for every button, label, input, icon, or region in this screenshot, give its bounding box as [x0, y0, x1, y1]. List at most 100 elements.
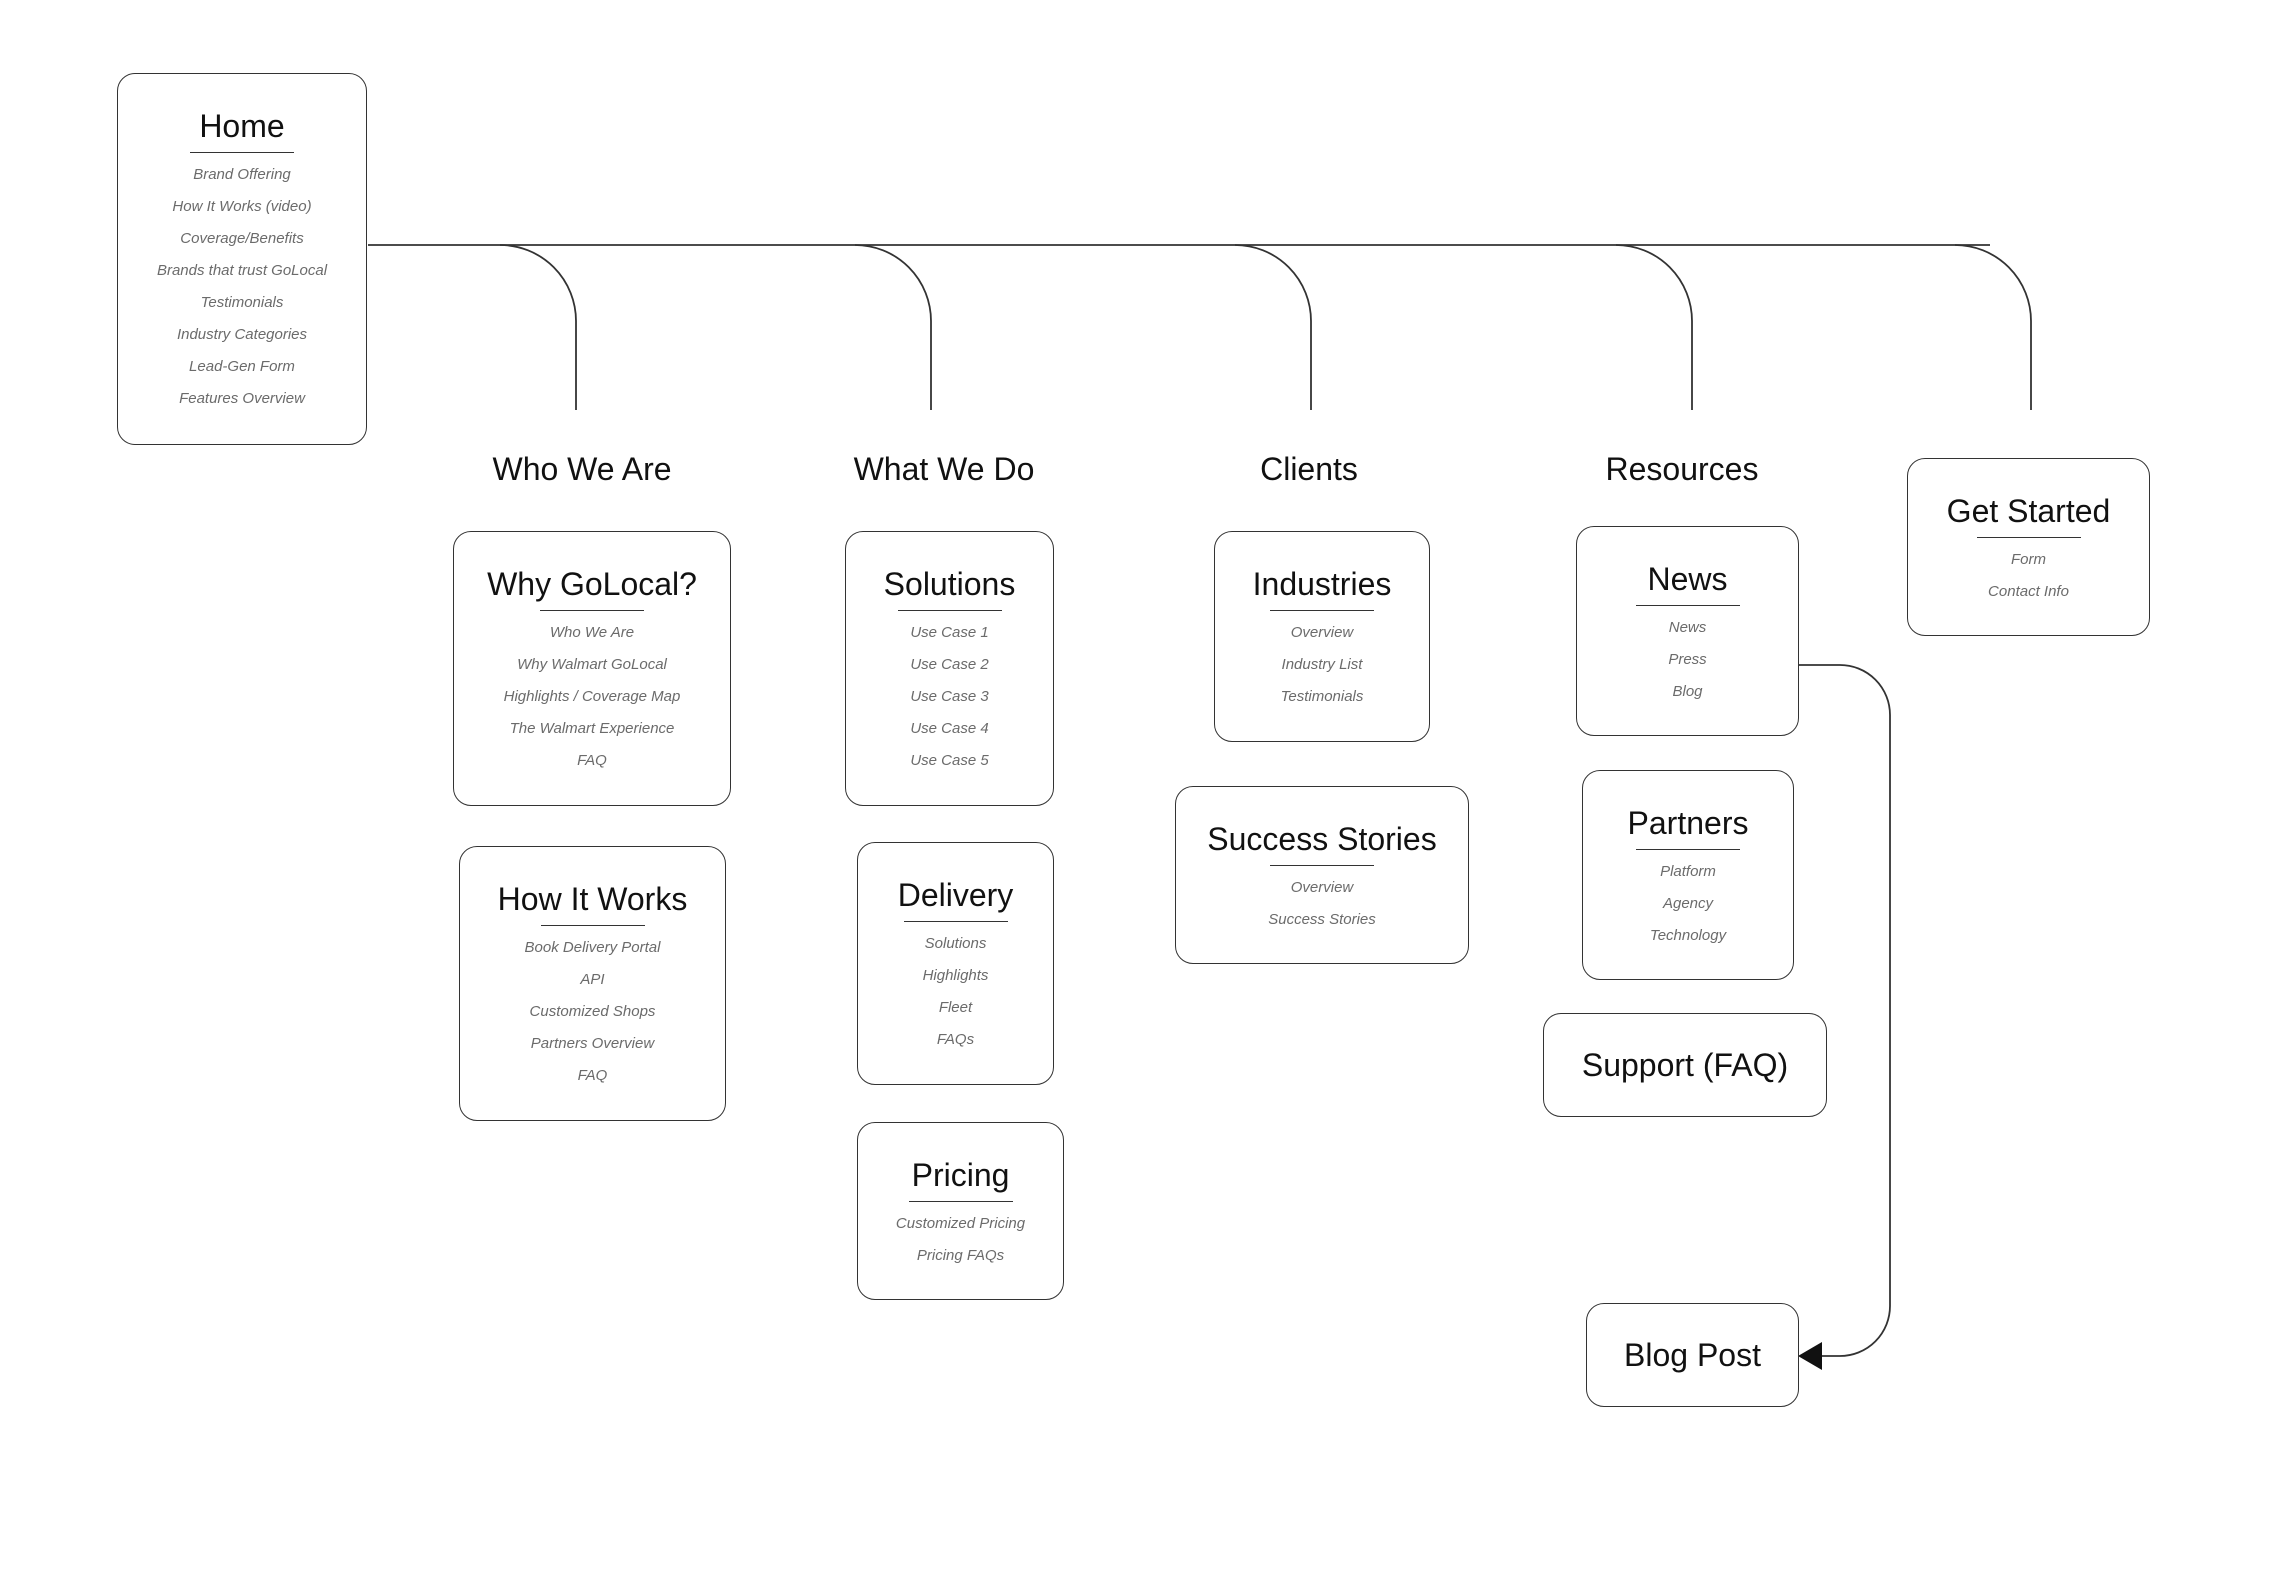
- list-item: Who We Are: [549, 624, 635, 641]
- connector-get-started: [1954, 244, 2032, 410]
- list-item: FAQ: [577, 752, 607, 769]
- card-title: Blog Post: [1624, 1337, 1761, 1373]
- list-item: Use Case 5: [910, 752, 989, 769]
- title-divider: [897, 610, 1002, 611]
- list-item: Industry Categories: [176, 326, 308, 343]
- list-item: Success Stories: [1268, 911, 1376, 928]
- list-item: News: [1668, 619, 1707, 636]
- card-title: Why GoLocal?: [487, 566, 697, 602]
- list-item: Why Walmart GoLocal: [517, 656, 667, 673]
- section-heading-who-we-are: Who We Are: [492, 451, 672, 487]
- list-item: Book Delivery Portal: [524, 939, 661, 956]
- card-title: Get Started: [1946, 493, 2111, 529]
- title-divider: [1636, 849, 1740, 850]
- list-item: Form: [2010, 551, 2046, 568]
- list-item: Fleet: [938, 999, 973, 1016]
- solutions-card[interactable]: Solutions Use Case 1 Use Case 2 Use Case…: [845, 531, 1054, 806]
- card-title: How It Works: [497, 881, 688, 917]
- list-item: Use Case 3: [910, 688, 989, 705]
- card-title: Partners: [1627, 805, 1749, 841]
- success-stories-card[interactable]: Success Stories Overview Success Stories: [1175, 786, 1469, 964]
- list-item: API: [580, 971, 605, 988]
- industries-card[interactable]: Industries Overview Industry List Testim…: [1214, 531, 1430, 742]
- card-title: Delivery: [897, 877, 1014, 913]
- page-section-list: Who We Are Why Walmart GoLocal Highlight…: [504, 617, 681, 777]
- list-item: Testimonials: [200, 294, 284, 311]
- title-divider: [1635, 605, 1740, 606]
- home-card[interactable]: Home Brand Offering How It Works (video)…: [117, 73, 367, 445]
- section-heading-resources: Resources: [1605, 451, 1759, 487]
- list-item: Contact Info: [1988, 583, 2069, 600]
- support-faq-card[interactable]: Support (FAQ): [1543, 1013, 1827, 1117]
- page-section-list: Customized Pricing Pricing FAQs: [896, 1208, 1025, 1272]
- list-item: Highlights / Coverage Map: [503, 688, 681, 705]
- card-title: Industries: [1252, 566, 1392, 602]
- connector-clients: [1234, 244, 1312, 410]
- page-section-list: Use Case 1 Use Case 2 Use Case 3 Use Cas…: [910, 617, 988, 777]
- list-item: How It Works (video): [172, 198, 312, 215]
- page-section-list: Brand Offering How It Works (video) Cove…: [157, 159, 327, 415]
- get-started-card[interactable]: Get Started Form Contact Info: [1907, 458, 2150, 636]
- list-item: Use Case 4: [910, 720, 989, 737]
- page-section-list: Platform Agency Technology: [1650, 856, 1726, 952]
- list-item: The Walmart Experience: [509, 720, 675, 737]
- title-divider: [1270, 865, 1374, 866]
- list-item: Platform: [1660, 863, 1716, 880]
- partners-card[interactable]: Partners Platform Agency Technology: [1582, 770, 1794, 980]
- list-item: Industry List: [1281, 656, 1363, 673]
- list-item: Brand Offering: [193, 166, 291, 183]
- page-section-list: Book Delivery Portal API Customized Shop…: [525, 932, 661, 1092]
- title-divider: [903, 921, 1008, 922]
- title-divider: [1270, 610, 1374, 611]
- list-item: Brands that trust GoLocal: [156, 262, 328, 279]
- list-item: FAQs: [936, 1031, 975, 1048]
- list-item: Partners Overview: [530, 1035, 655, 1052]
- list-item: Features Overview: [179, 390, 305, 407]
- card-title: Support (FAQ): [1581, 1047, 1789, 1083]
- list-item: Highlights: [922, 967, 989, 984]
- list-item: Technology: [1649, 927, 1727, 944]
- arrowhead-icon: [1798, 1342, 1822, 1370]
- list-item: Lead-Gen Form: [189, 358, 295, 375]
- title-divider: [540, 610, 644, 611]
- list-item: Customized Shops: [529, 1003, 656, 1020]
- blog-post-card[interactable]: Blog Post: [1586, 1303, 1799, 1407]
- title-divider: [540, 925, 645, 926]
- list-item: Blog: [1672, 683, 1703, 700]
- page-section-list: News Press Blog: [1668, 612, 1706, 708]
- section-heading-clients: Clients: [1260, 451, 1358, 487]
- list-item: Overview: [1290, 624, 1354, 641]
- title-divider: [1976, 537, 2081, 538]
- list-item: Use Case 1: [910, 624, 989, 641]
- list-item: Customized Pricing: [895, 1215, 1026, 1232]
- card-title: Pricing: [911, 1157, 1010, 1193]
- title-divider: [190, 152, 294, 153]
- list-item: Overview: [1290, 879, 1354, 896]
- card-title: Solutions: [883, 566, 1016, 602]
- list-item: FAQ: [577, 1067, 608, 1084]
- list-item: Press: [1668, 651, 1707, 668]
- how-it-works-card[interactable]: How It Works Book Delivery Portal API Cu…: [459, 846, 726, 1121]
- list-item: Coverage/Benefits: [180, 230, 304, 247]
- why-golocal-card[interactable]: Why GoLocal? Who We Are Why Walmart GoLo…: [453, 531, 731, 806]
- card-title: Home: [199, 108, 285, 144]
- page-section-list: Overview Industry List Testimonials: [1281, 617, 1364, 713]
- title-divider: [908, 1201, 1013, 1202]
- list-item: Pricing FAQs: [916, 1247, 1005, 1264]
- page-section-list: Solutions Highlights Fleet FAQs: [923, 928, 989, 1056]
- page-section-list: Overview Success Stories: [1268, 872, 1376, 936]
- news-card[interactable]: News News Press Blog: [1576, 526, 1799, 736]
- connector-who-we-are: [499, 244, 577, 410]
- connector-what-we-do: [854, 244, 932, 410]
- connector-resources: [1615, 244, 1693, 410]
- card-title: Success Stories: [1207, 821, 1437, 857]
- card-title: News: [1647, 561, 1728, 597]
- delivery-card[interactable]: Delivery Solutions Highlights Fleet FAQs: [857, 842, 1054, 1085]
- list-item: Agency: [1662, 895, 1714, 912]
- list-item: Solutions: [924, 935, 987, 952]
- page-section-list: Form Contact Info: [1988, 544, 2069, 608]
- list-item: Testimonials: [1280, 688, 1364, 705]
- pricing-card[interactable]: Pricing Customized Pricing Pricing FAQs: [857, 1122, 1064, 1300]
